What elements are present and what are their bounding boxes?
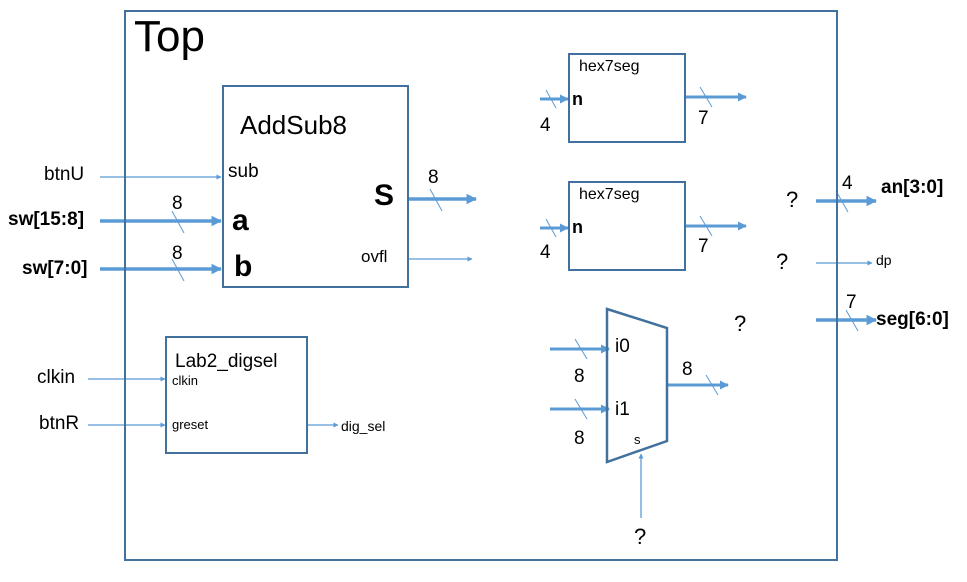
hex7seg-2-port-n: n <box>572 217 583 237</box>
mux-port-s: s <box>634 432 641 447</box>
seg-bus-slash <box>845 309 859 332</box>
addsub8-port-s: S <box>374 179 395 212</box>
btnU-label: btnU <box>44 164 85 185</box>
dp-question: ? <box>776 249 789 274</box>
sw-hi-width: 8 <box>172 193 183 214</box>
mux-shape <box>605 307 669 464</box>
addsub8-title: AddSub8 <box>240 110 347 140</box>
hex1-out-slash <box>699 86 713 108</box>
digsel-title: Lab2_digsel <box>175 351 278 372</box>
an-bus-slash <box>835 190 849 213</box>
sw-lo-width: 8 <box>172 243 183 264</box>
hex7seg-box-2 <box>568 181 686 271</box>
hex2-out-slash <box>699 215 713 237</box>
mux-port-i1: i1 <box>615 399 630 420</box>
top-module-box <box>124 10 838 561</box>
dig-sel-label: dig_sel <box>341 418 386 434</box>
mux-i1-slash <box>574 398 588 420</box>
clkin-label: clkin <box>37 367 76 388</box>
btnR-label: btnR <box>39 413 80 434</box>
hex7seg-1-title: hex7seg <box>579 58 640 75</box>
sw-lo-label: sw[7:0] <box>22 258 88 279</box>
addsub8-box <box>222 85 409 288</box>
seg-label: seg[6:0] <box>876 309 949 330</box>
s-bus-width: 8 <box>428 167 439 188</box>
hex1-in-slash <box>545 89 557 109</box>
mid-question: ? <box>734 311 747 336</box>
mux-i0-slash <box>574 338 588 360</box>
digsel-port-clkin: clkin <box>172 373 199 388</box>
hex7seg-1-out-width: 7 <box>698 108 709 129</box>
hex2-in-slash <box>545 218 557 238</box>
sw-lo-bus-slash <box>171 258 185 282</box>
addsub8-port-b: b <box>234 250 253 283</box>
seg-width: 7 <box>846 292 857 313</box>
mux-i0-width: 8 <box>574 366 585 387</box>
dp-label: dp <box>876 252 892 268</box>
digsel-port-greset: greset <box>172 417 209 432</box>
s-bus-slash <box>429 188 443 212</box>
an-label: an[3:0] <box>881 177 944 198</box>
hex7seg-2-title: hex7seg <box>579 186 640 203</box>
hex7seg-2-in-width: 4 <box>540 242 551 263</box>
addsub8-port-ovfl: ovfl <box>361 247 388 266</box>
hex7seg-box-1 <box>568 53 686 143</box>
addsub8-port-sub: sub <box>228 161 259 182</box>
hex7seg-1-in-width: 4 <box>540 115 551 136</box>
addsub8-port-a: a <box>232 204 249 237</box>
hex7seg-2-out-width: 7 <box>698 236 709 257</box>
mux-port-i0: i0 <box>615 336 630 357</box>
sw-hi-bus-slash <box>171 210 185 234</box>
an-question: ? <box>786 187 799 212</box>
mux-i1-width: 8 <box>574 428 585 449</box>
mux-out-width: 8 <box>682 359 693 380</box>
mux-out-slash <box>705 374 719 396</box>
mux-sel-question: ? <box>634 524 647 549</box>
top-title: Top <box>134 12 205 61</box>
an-width: 4 <box>842 173 853 194</box>
sw-hi-label: sw[15:8] <box>8 209 85 230</box>
hex7seg-1-port-n: n <box>572 89 583 109</box>
digsel-box <box>165 336 308 454</box>
